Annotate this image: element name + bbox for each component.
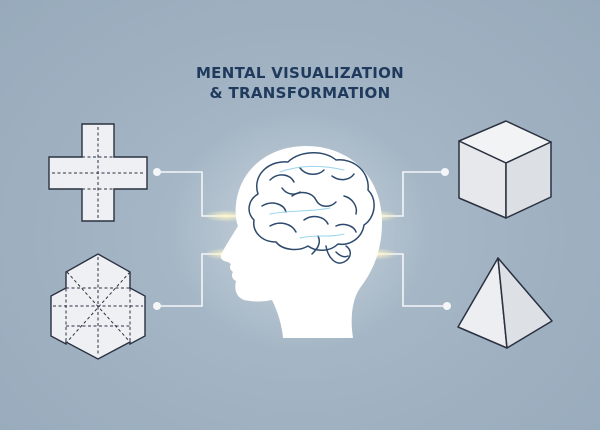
- connector-dot-hexagon: [153, 302, 161, 310]
- cross-net-icon: [48, 123, 148, 222]
- pyramid-icon: [457, 257, 553, 349]
- head-brain-icon: [220, 146, 382, 338]
- connector-dot-pyramid: [443, 302, 451, 310]
- title-line-2: & TRANSFORMATION: [209, 84, 391, 102]
- brain-glow-lines: [269, 165, 345, 239]
- head-silhouette: [220, 146, 382, 338]
- cube-icon: [458, 120, 552, 219]
- title-line-1: MENTAL VISUALIZATION: [195, 64, 405, 82]
- connector-dot-cross: [153, 168, 161, 176]
- connector-dot-cube: [441, 168, 449, 176]
- hexagon-net-icon: [50, 253, 146, 360]
- brain-outline: [248, 152, 375, 264]
- connector-dots: [153, 168, 451, 310]
- diagram-title: MENTAL VISUALIZATION & TRANSFORMATION: [0, 63, 600, 103]
